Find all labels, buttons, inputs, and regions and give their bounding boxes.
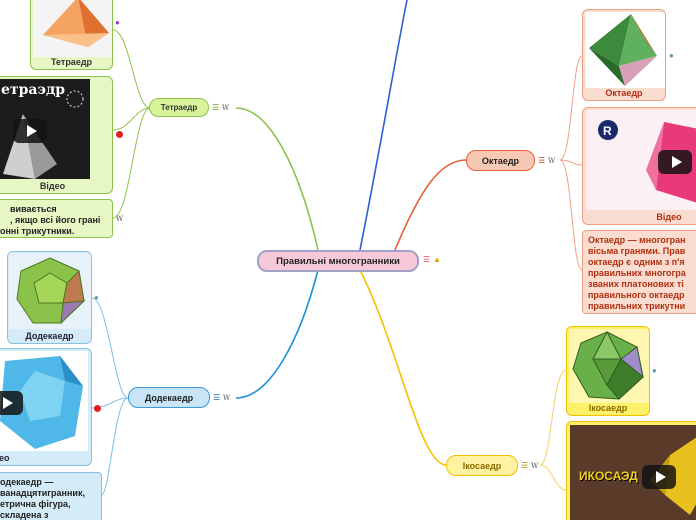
- tetra-video-card[interactable]: етраэдр Відео: [0, 76, 113, 194]
- notes-icon[interactable]: ☰: [423, 255, 431, 264]
- video-play-button[interactable]: [642, 465, 676, 489]
- octa-image-card[interactable]: Октаедр: [582, 9, 666, 101]
- topic-tetra-label: Тетраедр: [160, 103, 198, 112]
- octa-video-thumbnail[interactable]: R: [586, 110, 696, 210]
- globe-link-icon[interactable]: ●: [669, 51, 674, 60]
- youtube-icon[interactable]: [94, 405, 101, 412]
- tetra-description-note: вивається , якщо всі його грані онні три…: [0, 199, 113, 238]
- icosa-image-card[interactable]: Ікосаедр: [566, 326, 650, 416]
- wikipedia-w-icon[interactable]: W: [116, 215, 124, 223]
- topic-octa-label: Октаедр: [481, 155, 520, 166]
- video-play-button[interactable]: [13, 119, 47, 143]
- notes-icon[interactable]: ☰: [538, 156, 546, 165]
- connector-top: [359, 0, 408, 251]
- icosa-video-card[interactable]: ИКОСАЭД: [566, 421, 696, 520]
- wikipedia-w-icon[interactable]: W: [222, 104, 230, 112]
- youtube-icon[interactable]: [116, 131, 123, 138]
- octa-video-caption: Відео: [656, 212, 682, 222]
- globe-link-icon[interactable]: ●: [94, 293, 99, 302]
- octahedron-image: [585, 12, 665, 88]
- dodeca-image-card[interactable]: Додекаедр: [7, 251, 92, 344]
- connector-tetra: [235, 107, 319, 251]
- dodecahedron-image: [9, 253, 91, 329]
- svg-text:R: R: [603, 124, 612, 138]
- dodeca-description-note: одекаедр — ванадцятигранник, етрична фіг…: [0, 472, 102, 520]
- octa-note-line-5: званих платонових ті: [588, 279, 684, 289]
- dodeca-note-line-2: ванадцятигранник,: [0, 488, 85, 498]
- dodeca-video-frame: [0, 356, 83, 449]
- octa-note-line-1: Октаедр — многогран: [588, 235, 686, 245]
- tetra-note-line-1: вивається: [10, 204, 57, 214]
- wikipedia-w-icon[interactable]: W: [223, 394, 231, 402]
- octa-note-line-4: правильних многогра: [588, 268, 686, 278]
- connector-octa: [394, 159, 467, 251]
- connector-icosa: [359, 269, 447, 466]
- dodeca-video-card[interactable]: ео: [0, 348, 92, 466]
- topic-dodeca[interactable]: Додекаедр: [128, 387, 210, 408]
- notes-icon[interactable]: ☰: [213, 393, 221, 402]
- dodeca-image-caption: Додекаедр: [25, 331, 74, 341]
- tetra-video-title: етраэдр: [1, 82, 66, 98]
- globe-link-icon[interactable]: ●: [115, 18, 120, 27]
- video-play-button[interactable]: [658, 150, 692, 174]
- dodeca-video-thumbnail[interactable]: [0, 351, 88, 451]
- octa-note-line-2: вісьма гранями. Прав: [588, 246, 686, 256]
- notes-icon[interactable]: ☰: [212, 103, 220, 112]
- wikipedia-w-icon[interactable]: W: [531, 462, 539, 470]
- notes-icon[interactable]: ☰: [521, 461, 529, 470]
- icosa-image-caption: Ікосаедр: [588, 403, 628, 413]
- octa-note-line-7: правильних трикутни: [588, 301, 686, 311]
- topic-octa[interactable]: Октаедр: [466, 150, 535, 171]
- dodeca-video-caption: ео: [0, 453, 10, 463]
- octa-video-card[interactable]: R Відео: [582, 107, 696, 225]
- warning-icon: ▲: [433, 255, 441, 264]
- dodeca-note-line-3: етрична фігура,: [0, 499, 71, 509]
- octa-description-note: Октаедр — многогран вісьма гранями. Прав…: [582, 230, 696, 314]
- tetra-video-thumbnail[interactable]: етраэдр: [0, 79, 90, 179]
- icosa-video-thumbnail[interactable]: ИКОСАЭД: [570, 425, 696, 520]
- dodeca-note-line-1: одекаедр —: [0, 477, 54, 487]
- central-topic[interactable]: Правильні многогранники: [257, 250, 419, 272]
- central-topic-label: Правильні многогранники: [276, 255, 400, 267]
- octa-note-line-6: правильного октаедр: [588, 290, 685, 300]
- octa-note-line-3: октаедр є одним з п'я: [588, 257, 685, 267]
- octa-image-caption: Октаедр: [605, 88, 643, 98]
- icosa-video-title: ИКОСАЭД: [579, 469, 638, 483]
- tetra-note-line-2: , якщо всі його грані: [10, 215, 101, 225]
- topic-dodeca-label: Додекаедр: [144, 392, 194, 403]
- tetrahedron-image: [33, 0, 112, 57]
- tetra-note-line-3: онні трикутники.: [0, 226, 75, 236]
- globe-link-icon[interactable]: ●: [652, 366, 657, 375]
- connector-dodeca: [235, 269, 319, 399]
- tetra-image-card[interactable]: Тетраедр: [30, 0, 113, 70]
- icosahedron-image: [569, 329, 649, 403]
- tetra-image-caption: Тетраедр: [50, 57, 93, 67]
- wikipedia-w-icon[interactable]: W: [548, 157, 556, 165]
- topic-icosa-label: Ікосаедр: [462, 460, 502, 471]
- tetra-video-caption: Відео: [39, 181, 66, 191]
- topic-tetra[interactable]: Тетраедр: [149, 98, 209, 117]
- topic-icosa[interactable]: Ікосаедр: [446, 455, 518, 476]
- video-play-button[interactable]: [0, 391, 23, 415]
- dodeca-note-line-4: складена з: [0, 510, 49, 520]
